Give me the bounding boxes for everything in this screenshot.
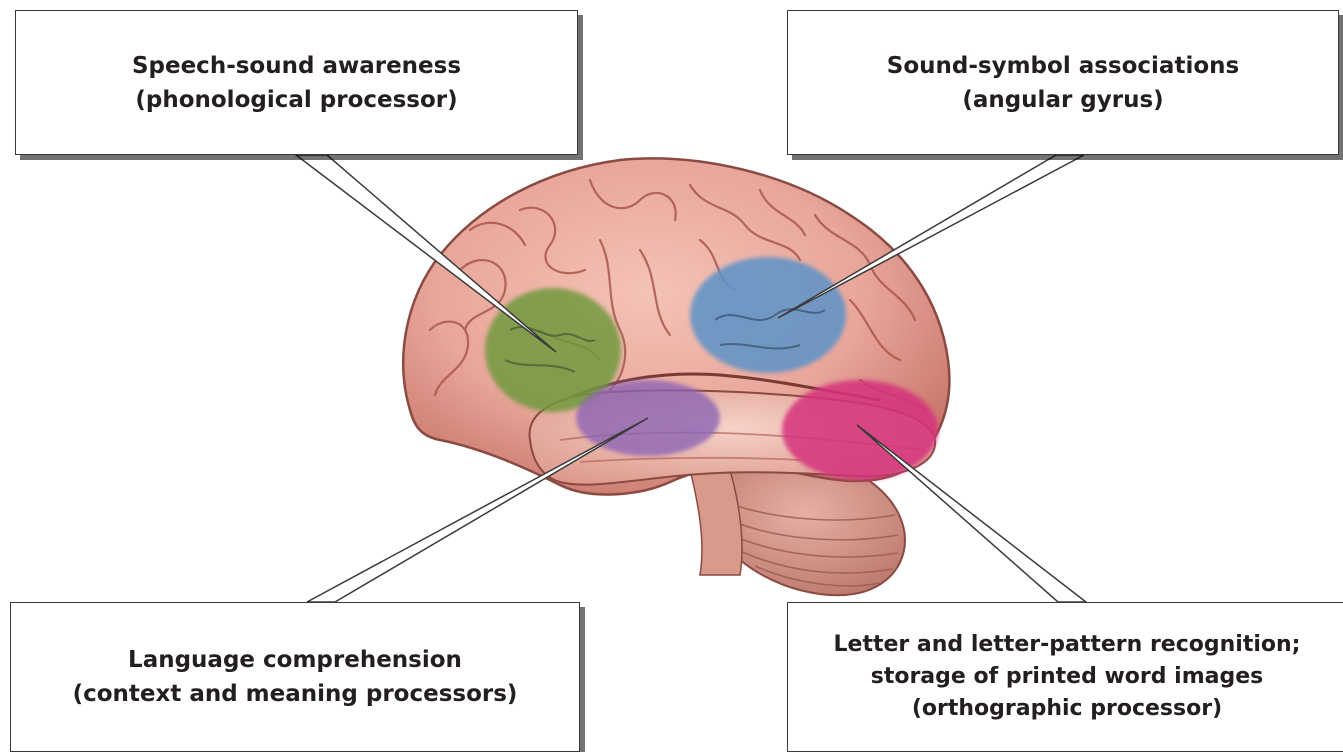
brain-stem (690, 470, 742, 575)
label-orthographic-processor: Letter and letter-pattern recognition; s… (787, 602, 1343, 752)
label-angular-line1: Sound-symbol associations (887, 49, 1239, 83)
label-orthographic-line1: Letter and letter-pattern recognition; (834, 629, 1301, 661)
label-comprehension-line2: (context and meaning processors) (73, 677, 518, 711)
label-phonological-line1: Speech-sound awareness (132, 49, 461, 83)
label-angular-gyrus: Sound-symbol associations (angular gyrus… (787, 10, 1339, 155)
label-phonological-line2: (phonological processor) (135, 83, 457, 117)
label-orthographic-line3: (orthographic processor) (912, 693, 1222, 725)
label-angular-line2: (angular gyrus) (962, 83, 1163, 117)
label-phonological-processor: Speech-sound awareness (phonological pro… (15, 10, 578, 155)
region-angular-gyrus (690, 257, 846, 373)
label-comprehension-line1: Language comprehension (128, 643, 462, 677)
region-orthographic (782, 380, 938, 480)
label-orthographic-line2: storage of printed word images (871, 661, 1264, 693)
label-language-comprehension: Language comprehension (context and mean… (10, 602, 580, 752)
